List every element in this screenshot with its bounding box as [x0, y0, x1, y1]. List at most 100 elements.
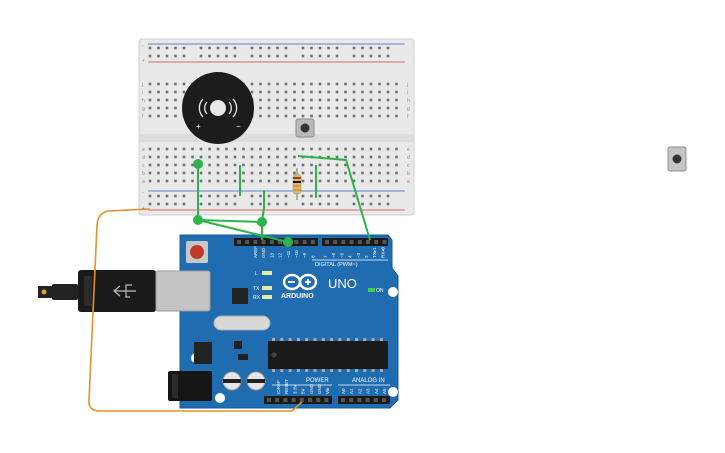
breadboard-hole[interactable]: [276, 155, 279, 159]
breadboard-hole[interactable]: [174, 163, 177, 167]
breadboard-hole[interactable]: [182, 147, 186, 151]
breadboard-hole[interactable]: [148, 106, 152, 110]
header-pin[interactable]: [291, 398, 296, 402]
breadboard-hole[interactable]: [148, 54, 152, 58]
breadboard-hole[interactable]: [157, 202, 160, 206]
breadboard-hole[interactable]: [165, 171, 169, 175]
breadboard-hole[interactable]: [233, 171, 237, 175]
breadboard-hole[interactable]: [369, 194, 373, 198]
breadboard-hole[interactable]: [386, 194, 390, 198]
breadboard-hole[interactable]: [310, 163, 313, 167]
breadboard-hole[interactable]: [293, 163, 296, 167]
breadboard-hole[interactable]: [174, 155, 177, 159]
breadboard-hole[interactable]: [157, 54, 160, 58]
breadboard-hole[interactable]: [395, 90, 398, 94]
breadboard-hole[interactable]: [259, 98, 262, 102]
breadboard-hole[interactable]: [250, 155, 254, 159]
breadboard-hole[interactable]: [148, 202, 152, 206]
breadboard-hole[interactable]: [284, 194, 288, 198]
breadboard-hole[interactable]: [318, 147, 322, 151]
breadboard-hole[interactable]: [335, 179, 339, 183]
breadboard-hole[interactable]: [378, 82, 381, 86]
header-pin[interactable]: [373, 398, 378, 402]
breadboard-hole[interactable]: [318, 171, 322, 175]
breadboard-hole[interactable]: [157, 163, 160, 167]
breadboard-hole[interactable]: [182, 82, 186, 86]
breadboard-hole[interactable]: [157, 155, 160, 159]
breadboard-hole[interactable]: [327, 171, 330, 175]
breadboard-hole[interactable]: [276, 179, 279, 183]
breadboard-hole[interactable]: [344, 90, 347, 94]
breadboard-hole[interactable]: [157, 194, 160, 198]
breadboard-hole[interactable]: [352, 194, 356, 198]
breadboard-hole[interactable]: [301, 179, 305, 183]
breadboard-hole[interactable]: [327, 155, 330, 159]
breadboard-hole[interactable]: [165, 106, 169, 110]
breadboard-hole[interactable]: [386, 106, 390, 110]
breadboard-hole[interactable]: [267, 155, 271, 159]
breadboard-hole[interactable]: [378, 179, 381, 183]
header-pin[interactable]: [299, 398, 304, 402]
header-pin[interactable]: [357, 398, 362, 402]
breadboard-hole[interactable]: [293, 82, 296, 86]
breadboard-hole[interactable]: [301, 90, 305, 94]
header-pin[interactable]: [357, 240, 362, 244]
breadboard-hole[interactable]: [386, 155, 390, 159]
breadboard-hole[interactable]: [369, 46, 373, 50]
breadboard-hole[interactable]: [225, 163, 228, 167]
breadboard-hole[interactable]: [318, 194, 322, 198]
breadboard-hole[interactable]: [335, 194, 339, 198]
breadboard-hole[interactable]: [327, 106, 330, 110]
breadboard-hole[interactable]: [276, 202, 279, 206]
breadboard-hole[interactable]: [259, 106, 262, 110]
breadboard-hole[interactable]: [293, 171, 296, 175]
breadboard-hole[interactable]: [267, 179, 271, 183]
breadboard-hole[interactable]: [395, 163, 398, 167]
breadboard-hole[interactable]: [259, 202, 262, 206]
breadboard-hole[interactable]: [293, 155, 296, 159]
breadboard-hole[interactable]: [174, 106, 177, 110]
breadboard-hole[interactable]: [395, 179, 398, 183]
breadboard-hole[interactable]: [386, 54, 390, 58]
breadboard-hole[interactable]: [267, 54, 271, 58]
breadboard-hole[interactable]: [165, 114, 169, 118]
breadboard-hole[interactable]: [318, 179, 322, 183]
breadboard-hole[interactable]: [284, 46, 288, 50]
breadboard-hole[interactable]: [361, 114, 364, 118]
breadboard-hole[interactable]: [310, 106, 313, 110]
breadboard-hole[interactable]: [259, 155, 262, 159]
breadboard-hole[interactable]: [157, 106, 160, 110]
breadboard-hole[interactable]: [378, 98, 381, 102]
breadboard-hole[interactable]: [148, 155, 152, 159]
breadboard-hole[interactable]: [352, 147, 356, 151]
wires[interactable]: [88, 155, 371, 412]
breadboard-hole[interactable]: [182, 194, 186, 198]
breadboard-hole[interactable]: [378, 90, 381, 94]
breadboard-hole[interactable]: [327, 98, 330, 102]
breadboard-hole[interactable]: [208, 155, 211, 159]
breadboard-hole[interactable]: [165, 90, 169, 94]
breadboard-hole[interactable]: [267, 82, 271, 86]
breadboard-hole[interactable]: [318, 54, 322, 58]
breadboard-hole[interactable]: [352, 155, 356, 159]
breadboard-hole[interactable]: [208, 147, 211, 151]
breadboard-hole[interactable]: [344, 98, 347, 102]
breadboard-hole[interactable]: [335, 54, 339, 58]
breadboard-hole[interactable]: [310, 194, 313, 198]
header-pin[interactable]: [365, 398, 370, 402]
breadboard-hole[interactable]: [216, 147, 220, 151]
breadboard-hole[interactable]: [250, 163, 254, 167]
breadboard-hole[interactable]: [233, 163, 237, 167]
breadboard-hole[interactable]: [378, 46, 381, 50]
breadboard-hole[interactable]: [369, 171, 373, 175]
breadboard-hole[interactable]: [157, 90, 160, 94]
breadboard-hole[interactable]: [225, 202, 228, 206]
breadboard-hole[interactable]: [361, 98, 364, 102]
breadboard-hole[interactable]: [174, 202, 177, 206]
breadboard-hole[interactable]: [327, 46, 330, 50]
pushbutton-spare[interactable]: [667, 146, 687, 172]
breadboard-hole[interactable]: [174, 114, 177, 118]
breadboard-hole[interactable]: [361, 202, 364, 206]
breadboard-hole[interactable]: [250, 46, 254, 50]
breadboard-hole[interactable]: [148, 82, 152, 86]
